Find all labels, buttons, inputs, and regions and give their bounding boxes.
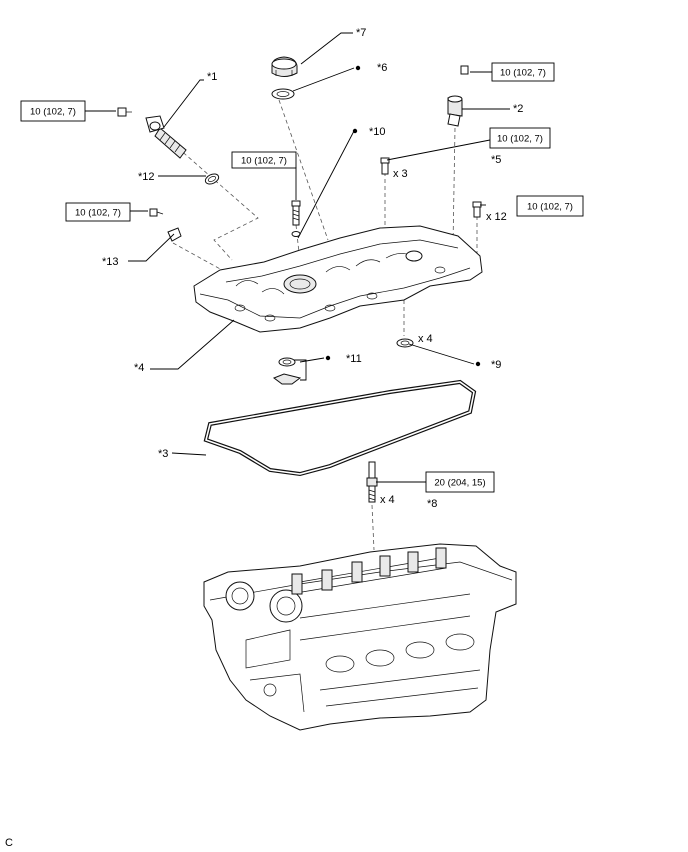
- filler-cap-gasket-part: [271, 88, 295, 100]
- torque-box-3: 10 (102, 7): [65, 202, 131, 222]
- bolt-part-13: [149, 208, 182, 242]
- callout-11: *11: [346, 353, 362, 365]
- bolt-part-5: [380, 157, 390, 175]
- bolt-part-1: [117, 107, 132, 117]
- torque-box-5: 10 (102, 7): [489, 127, 551, 149]
- torque-box-6: 10 (102, 7): [516, 195, 584, 217]
- callout-3: *3: [158, 448, 168, 460]
- spark-plug-part: [366, 461, 378, 503]
- callout-6: *6: [377, 62, 387, 74]
- torque-value: 10 (102, 7): [30, 107, 76, 118]
- figure-code: C: [5, 837, 13, 849]
- cylinder-head-part: [203, 543, 517, 731]
- torque-value: 10 (102, 7): [241, 156, 287, 167]
- plug-tube-seal-part: [396, 338, 414, 348]
- sensor-part: [447, 65, 469, 127]
- quantity-label: x 4: [418, 333, 433, 345]
- quantity-label: x 4: [380, 494, 395, 506]
- quantity-label: x 3: [393, 168, 408, 180]
- torque-box-7: 20 (204, 15): [425, 471, 495, 493]
- callout-10: *10: [369, 126, 386, 138]
- callout-9: *9: [491, 359, 501, 371]
- callout-13: *13: [102, 256, 119, 268]
- callout-2: *2: [513, 103, 523, 115]
- torque-value: 10 (102, 7): [75, 208, 121, 219]
- callout-1: *1: [207, 71, 217, 83]
- callout-5: *5: [491, 154, 501, 166]
- torque-box-1: 10 (102, 7): [20, 100, 86, 122]
- callout-12: *12: [138, 171, 155, 183]
- hole-gasket-part: [272, 357, 302, 385]
- o-ring-part: [204, 173, 220, 185]
- oil-control-valve-part: [145, 115, 187, 159]
- head-cover-gasket-part: [203, 379, 477, 477]
- torque-box-2: 10 (102, 7): [231, 151, 297, 169]
- torque-value: 10 (102, 7): [497, 134, 543, 145]
- bullet-marks: [325, 65, 481, 367]
- torque-value: 10 (102, 7): [527, 202, 573, 213]
- oil-filler-cap-part: [271, 56, 298, 77]
- torque-value: 10 (102, 7): [500, 68, 546, 79]
- bolt-part-x12: [472, 201, 482, 218]
- callout-7: *7: [356, 27, 366, 39]
- torque-box-4: 10 (102, 7): [491, 62, 555, 82]
- cylinder-head-cover-part: [193, 225, 483, 333]
- callout-8: *8: [427, 498, 437, 510]
- quantity-label: x 12: [486, 211, 507, 223]
- leader-lines: [82, 32, 510, 483]
- bolt-part-10: [291, 200, 301, 237]
- callout-4: *4: [134, 362, 144, 374]
- torque-value: 20 (204, 15): [434, 478, 485, 489]
